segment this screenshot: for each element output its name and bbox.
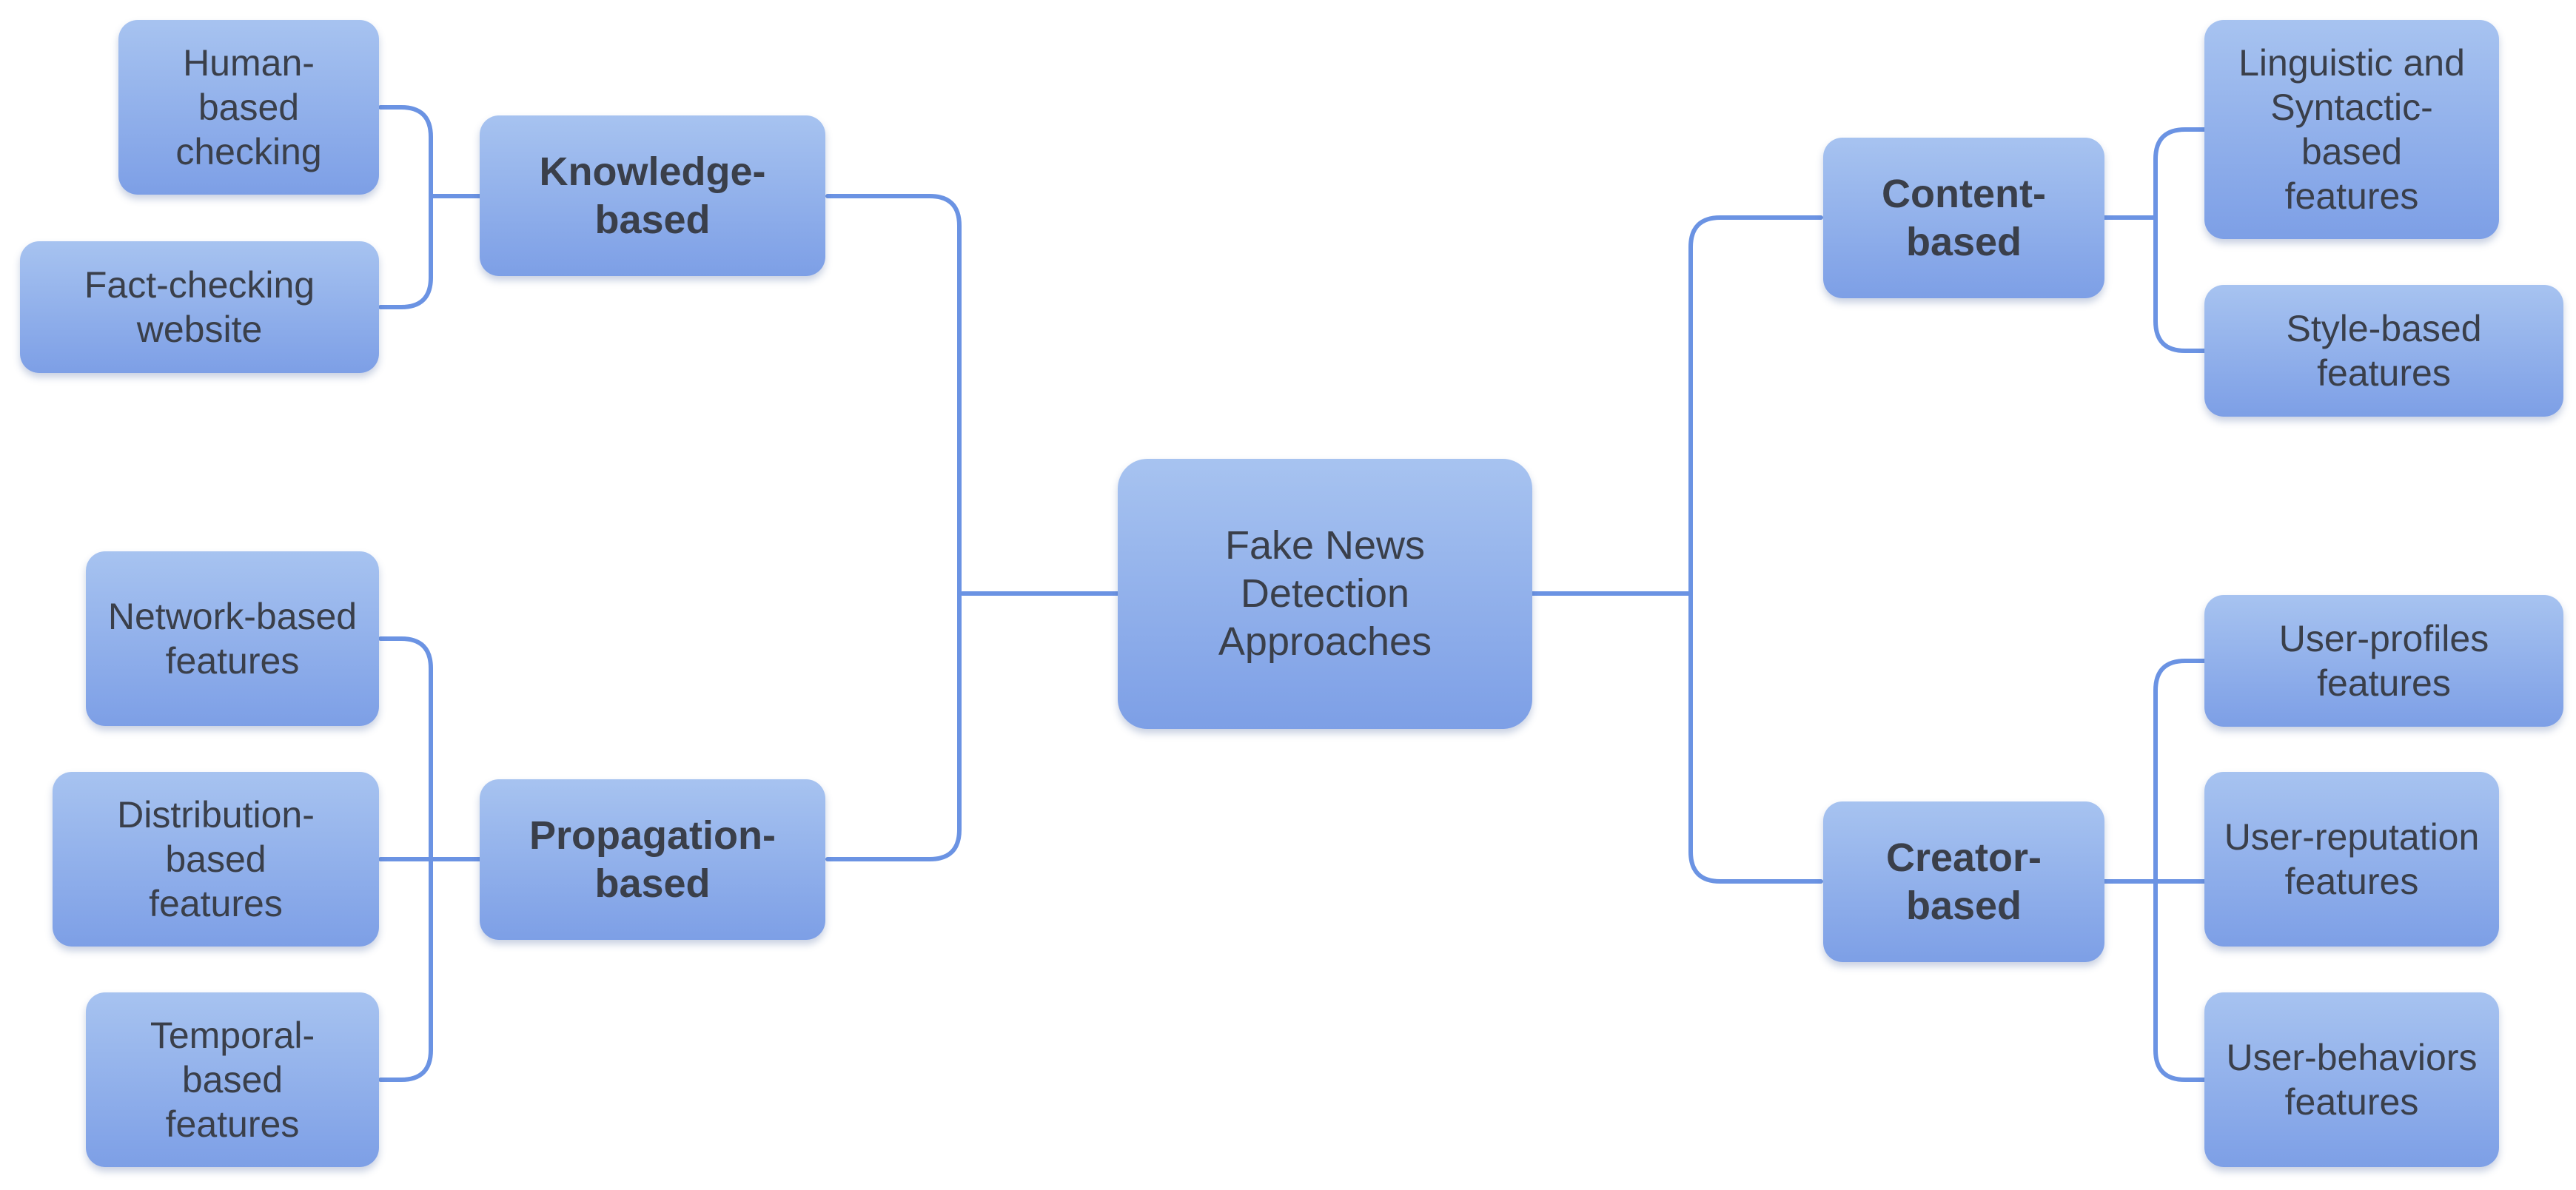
network-based-features-node: Network-based features [86, 551, 379, 726]
user-reputation-line-1: User-reputation [2224, 816, 2480, 858]
knowledge-based-node: Knowledge-based [480, 115, 825, 276]
human-based-checking-line-2: checking [175, 131, 322, 172]
style-based-features-label: Style-based features [2286, 308, 2482, 394]
temporal-based-features-line-1: Temporal-based [150, 1015, 315, 1100]
connector-propagation-bracket [378, 636, 433, 1082]
propagation-based-label: Propagation-based [529, 813, 776, 906]
distribution-based-features-line-1: Distribution-based [117, 794, 315, 880]
content-based-label: Content-based [1882, 171, 2046, 264]
root-node: Fake News Detection Approaches [1118, 459, 1532, 729]
creator-based-node: Creator-based [1823, 801, 2104, 962]
root-label-line-1: Fake News Detection [1224, 523, 1426, 616]
human-based-checking-line-1: Human-based [183, 42, 315, 128]
user-behaviors-line-2: features [2284, 1081, 2419, 1123]
linguistic-features-line-1: Linguistic and [2238, 42, 2465, 84]
user-profiles-features-node: User-profiles features [2204, 595, 2563, 727]
fact-checking-website-node: Fact-checking website [20, 241, 379, 373]
root-label-line-2: Approaches [1218, 619, 1432, 664]
content-based-node: Content-based [1823, 138, 2104, 298]
style-based-features-node: Style-based features [2204, 285, 2563, 417]
user-reputation-features-node: User-reputation features [2204, 772, 2499, 947]
knowledge-based-label: Knowledge-based [539, 149, 766, 242]
linguistic-features-line-3: features [2284, 175, 2419, 217]
network-based-features-line-1: Network-based [107, 596, 358, 637]
human-based-checking-node: Human-based checking [118, 20, 379, 195]
user-profiles-features-label: User-profiles features [2278, 618, 2489, 704]
network-based-features-line-2: features [165, 640, 300, 682]
propagation-based-node: Propagation-based [480, 779, 825, 940]
temporal-based-features-node: Temporal-based features [86, 992, 379, 1167]
user-behaviors-line-1: User-behaviors [2226, 1037, 2478, 1078]
distribution-based-features-node: Distribution-based features [53, 772, 379, 947]
connector-creator-bracket [2153, 659, 2207, 1082]
creator-based-label: Creator-based [1885, 835, 2042, 928]
connector-content-bracket [2153, 127, 2207, 353]
fact-checking-website-label: Fact-checking website [84, 264, 315, 350]
connector-right-trunk [1688, 215, 1823, 884]
connector-knowledge-bracket [378, 105, 433, 309]
connector-left-trunk [825, 194, 962, 861]
user-behaviors-features-node: User-behaviors features [2204, 992, 2499, 1167]
temporal-based-features-line-2: features [165, 1103, 300, 1145]
linguistic-syntactic-features-node: Linguistic and Syntactic-based features [2204, 20, 2499, 239]
user-reputation-line-2: features [2284, 861, 2419, 902]
distribution-based-features-line-2: features [149, 883, 283, 924]
linguistic-features-line-2: Syntactic-based [2270, 87, 2433, 172]
